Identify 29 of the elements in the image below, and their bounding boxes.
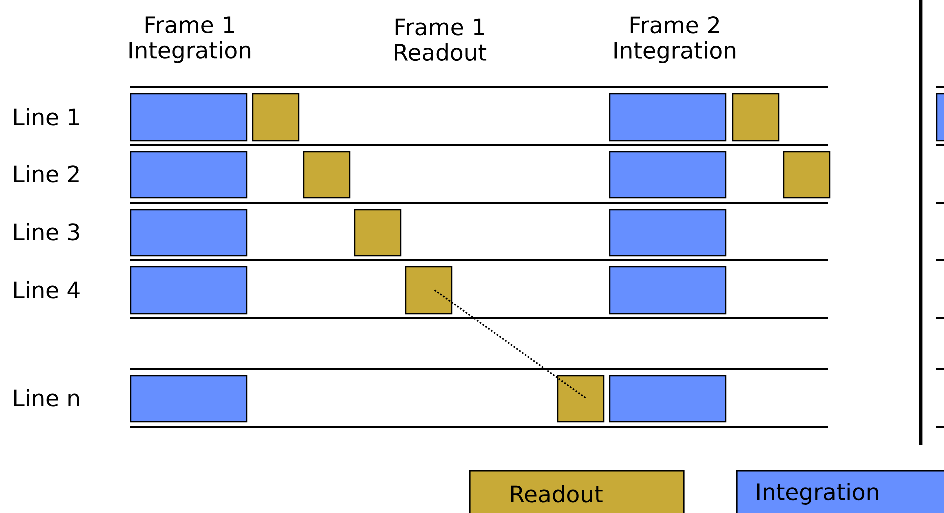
- integration-block: [130, 151, 248, 199]
- readout-block: [354, 209, 402, 257]
- readout-block: [557, 375, 605, 423]
- integration-block: [130, 93, 248, 142]
- integration-block: [130, 266, 248, 315]
- integration-block: [609, 209, 727, 257]
- row-label: Line 3: [14, 223, 80, 241]
- leader-line: [434, 290, 588, 400]
- integration-block: [609, 151, 727, 199]
- legend-item: Readout: [469, 470, 685, 513]
- column-heading: Frame 2 Integration: [614, 16, 736, 64]
- readout-block: [252, 93, 300, 142]
- row-label: Line 1: [14, 108, 80, 126]
- legend-item: Integration: [736, 470, 944, 513]
- readout-block: [732, 93, 780, 142]
- readout-block: [405, 266, 453, 315]
- integration-block: [609, 266, 727, 315]
- integration-block: [936, 93, 944, 142]
- row-label: Line 2: [14, 165, 79, 183]
- integration-block: [609, 375, 727, 423]
- row-label: Line 4: [14, 281, 80, 299]
- readout-block: [783, 151, 831, 199]
- integration-block: [609, 93, 727, 142]
- column-heading: Frame 1 Readout: [395, 18, 487, 62]
- row-label: Line n: [14, 389, 80, 407]
- column-heading: Frame 1 Integration: [130, 16, 251, 64]
- integration-block: [130, 375, 248, 423]
- readout-block: [303, 151, 351, 199]
- integration-block: [130, 209, 248, 257]
